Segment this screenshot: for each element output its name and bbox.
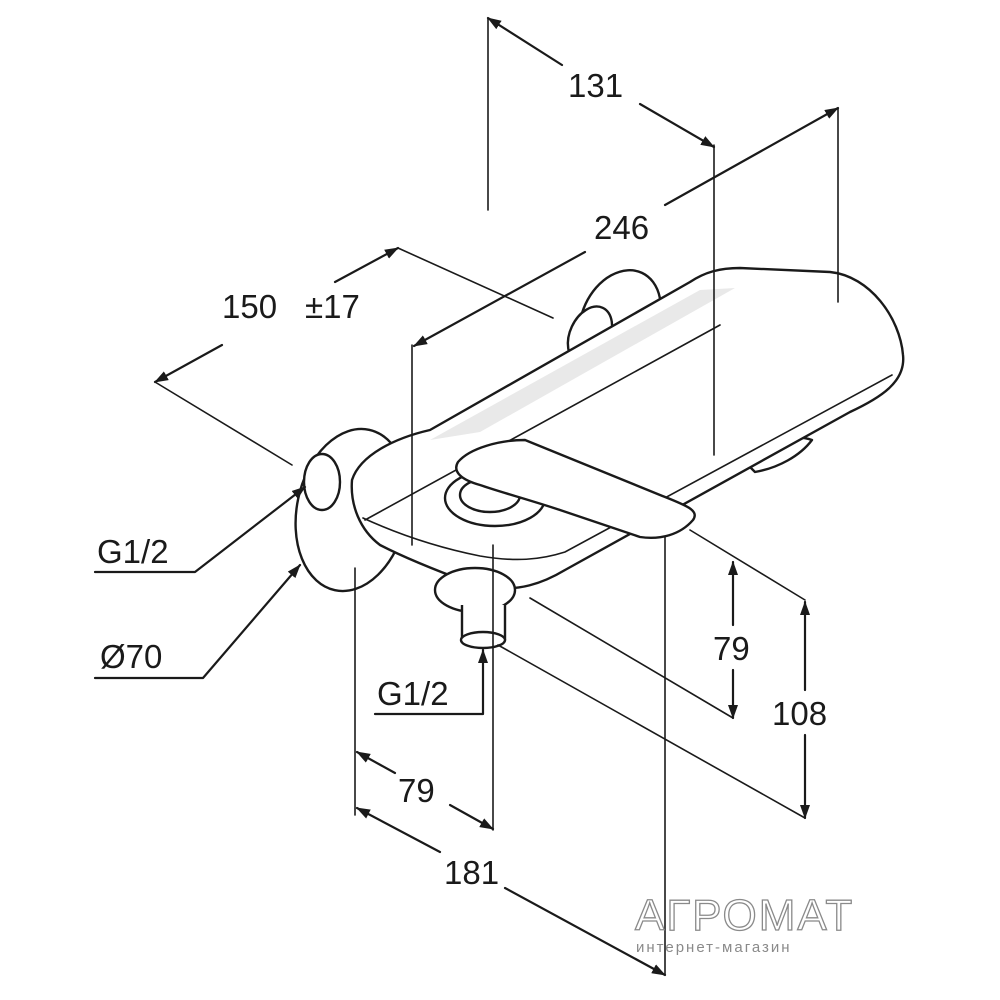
dim-line-181 <box>355 806 442 854</box>
label-tolerance: ±17 <box>305 288 360 325</box>
label-79-vertical: 79 <box>713 630 750 667</box>
watermark-brand: АГРОМАТ <box>635 891 854 940</box>
dim-line-246 <box>412 250 587 348</box>
label-131: 131 <box>568 67 623 104</box>
left-nut <box>302 452 342 512</box>
dimension-labels: 131 246 150 ±17 G1/2 Ø70 G1/2 79 108 79 … <box>97 67 827 891</box>
watermark-subtitle: интернет-магазин <box>636 939 792 956</box>
label-108: 108 <box>772 695 827 732</box>
label-g12-left: G1/2 <box>97 533 169 570</box>
label-181: 181 <box>444 854 499 891</box>
extension-lines <box>154 17 839 976</box>
dim-line-79-horizontal <box>355 750 397 775</box>
label-g12-bottom: G1/2 <box>377 675 449 712</box>
dim-line-131 <box>486 16 564 67</box>
lever-handle <box>455 438 696 539</box>
label-150: 150 <box>222 288 277 325</box>
dim-line-150 <box>153 343 224 384</box>
faucet-body <box>294 266 905 650</box>
label-d70: Ø70 <box>100 638 162 675</box>
watermark: АГРОМАТ интернет-магазин <box>634 890 854 956</box>
leader-g12-bottom <box>373 648 488 716</box>
top-face-shade <box>430 288 735 440</box>
label-246: 246 <box>594 209 649 246</box>
leader-g12-left <box>93 485 307 574</box>
dimension-lines <box>93 16 840 977</box>
leader-d70 <box>93 563 302 680</box>
label-79-horizontal: 79 <box>398 772 435 809</box>
